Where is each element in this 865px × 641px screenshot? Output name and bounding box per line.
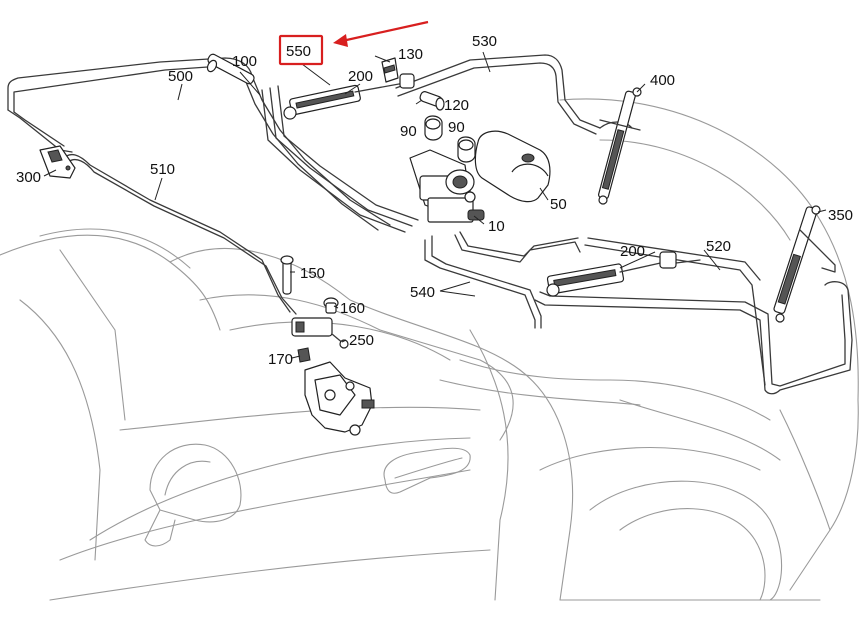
red-arrowhead [333,34,348,47]
callout-130: 130 [398,46,423,63]
part-300-bracket [39,145,76,179]
part-50-cover [474,130,551,203]
part-350-strut [773,205,836,323]
part-170-clip [297,347,311,363]
callout-170: 170 [268,351,293,368]
parts [39,53,836,436]
highlight-box-550 [278,34,324,66]
hydraulic-lines [7,54,853,395]
part-130-bracket [381,57,399,83]
callout-550: 550 [286,43,311,60]
part-400-strut [598,87,642,205]
callout-500: 500 [168,68,193,85]
callout-10: 10 [488,218,505,235]
callout-200-top: 200 [348,68,373,85]
callout-350: 350 [828,207,853,224]
part-160-cap [323,297,339,314]
part-200-cylinder-top [283,73,415,120]
part-250-cylinder [291,317,349,349]
callout-510: 510 [150,161,175,178]
callout-250: 250 [349,332,374,349]
callout-400: 400 [650,72,675,89]
callout-200-right: 200 [620,243,645,260]
callout-160: 160 [340,300,365,317]
part-150-pin [280,255,294,295]
callout-520: 520 [706,238,731,255]
callout-540: 540 [410,284,435,301]
callout-120: 120 [444,97,469,114]
red-arrow [341,20,429,43]
car-body-outline [0,98,859,601]
callout-530: 530 [472,33,497,50]
callout-50: 50 [550,196,567,213]
part-100-pin [206,53,255,85]
part-hinge-mechanism [304,361,375,436]
callout-90-left: 90 [400,123,417,140]
highlight-annotation [278,20,429,66]
leader-lines [43,51,827,359]
part-90-clamps [424,115,476,163]
callout-labels: 550 130 530 100 500 200 120 90 90 400 30… [16,33,853,368]
callout-90-right: 90 [448,119,465,136]
callout-100: 100 [232,53,257,70]
part-10-pump [409,149,485,223]
callout-150: 150 [300,265,325,282]
part-120-pin [419,91,445,111]
part-200-cylinder-right [546,251,677,297]
callout-300: 300 [16,169,41,186]
